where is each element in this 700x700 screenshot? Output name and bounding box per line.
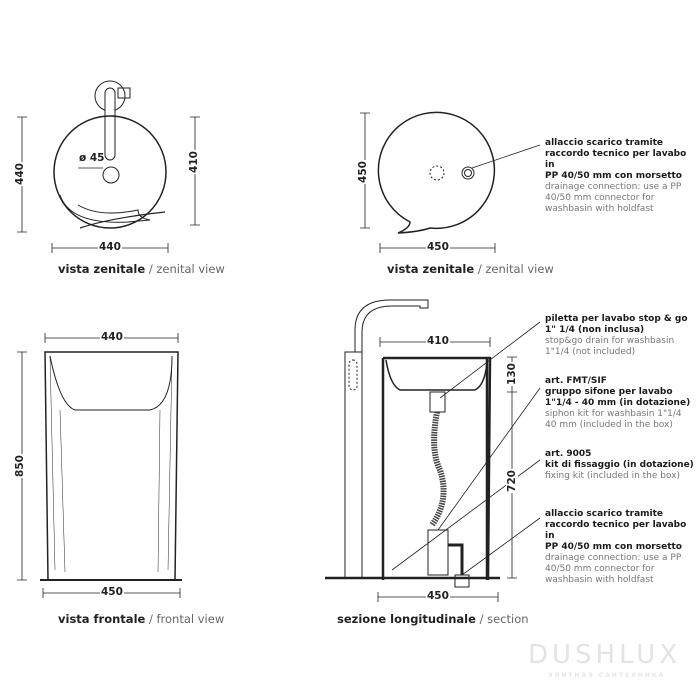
dim-top-section: 410 bbox=[426, 335, 450, 347]
dim-lower-section: 720 bbox=[505, 469, 518, 493]
dim-drain-diameter: ø 45 bbox=[79, 152, 105, 164]
note-fixing-kit: art. 9005 kit di fissaggio (in dotazione… bbox=[545, 449, 694, 481]
dim-bottom-section: 450 bbox=[426, 590, 450, 602]
dim-bottom-frontal: 450 bbox=[100, 586, 124, 598]
zenital-view-faucet bbox=[53, 80, 167, 229]
note-siphon-kit: art. FMT/SIF gruppo sifone per lavabo 1"… bbox=[545, 376, 691, 430]
dim-height-right-top-left: 410 bbox=[187, 150, 200, 174]
dimension-lines-top-left bbox=[17, 116, 200, 253]
section-view bbox=[325, 299, 541, 588]
caption-zenital-view-2: vista zenitale / zenital view bbox=[387, 262, 554, 276]
note-stop-go-drain: piletta per lavabo stop & go 1" 1/4 (non… bbox=[545, 314, 688, 357]
dim-width-top-right: 450 bbox=[426, 241, 450, 253]
zenital-view-basin bbox=[377, 111, 541, 234]
caption-frontal-view: vista frontale / frontal view bbox=[58, 612, 225, 626]
watermark-logo: DUSHLUX bbox=[528, 640, 682, 670]
note-drainage-top: allaccio scarico tramite raccordo tecnic… bbox=[545, 138, 687, 214]
caption-section: sezione longitudinale / section bbox=[337, 612, 529, 626]
dim-height-frontal: 850 bbox=[13, 454, 26, 478]
note-drainage-bottom: allaccio scarico tramite raccordo tecnic… bbox=[545, 509, 687, 585]
watermark-tagline: ЭЛИТНАЯ САНТЕХНИКА bbox=[548, 672, 666, 679]
dim-height-top-right: 450 bbox=[356, 160, 369, 184]
dimension-lines-bottom-left bbox=[17, 333, 181, 598]
frontal-view bbox=[40, 351, 182, 581]
dim-height-top-left: 440 bbox=[13, 162, 26, 186]
dimension-lines-bottom-right bbox=[377, 337, 517, 602]
dim-top-frontal: 440 bbox=[100, 331, 124, 343]
dim-width-top-left: 440 bbox=[98, 241, 122, 253]
dim-upper-section: 130 bbox=[505, 362, 518, 386]
caption-zenital-view-1: vista zenitale / zenital view bbox=[58, 262, 225, 276]
